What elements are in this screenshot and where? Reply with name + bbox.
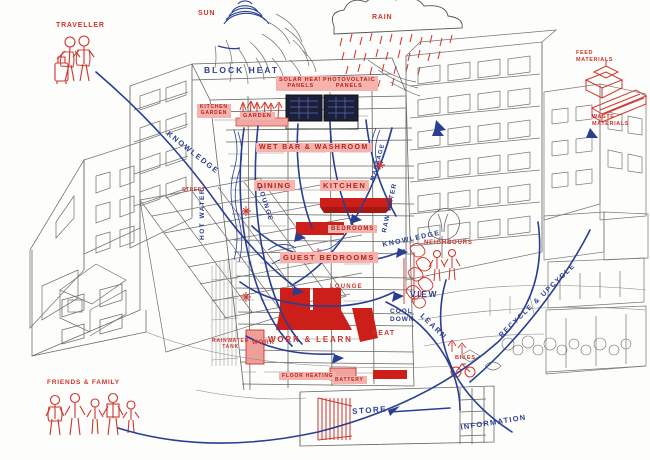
right-apartment-building [405, 29, 558, 294]
rainwater-hatch-column [211, 258, 239, 366]
rain-downpipe-lines [367, 59, 421, 97]
courtyard-tree [428, 208, 460, 258]
store-red-hatch [317, 397, 353, 441]
main-building-left-wing [129, 63, 193, 249]
traveller-figures [54, 35, 95, 84]
vertical-garden-cluster [403, 243, 434, 309]
background-buildings-left [29, 141, 141, 329]
feed-materials-icon [584, 60, 624, 99]
bike-icon [450, 363, 476, 378]
roof-garden-bed [235, 117, 289, 127]
interior-flow-detail [230, 127, 381, 265]
sun-icon [223, 0, 270, 25]
flow-arrows-blue [95, 71, 591, 444]
courtyard-planting-red [447, 339, 467, 354]
far-right-buildings [543, 83, 649, 375]
roof-edge-wall [31, 200, 147, 357]
waste-materials-icon [590, 89, 648, 123]
neighbour-figures [428, 249, 461, 282]
small-roof-dormer [59, 263, 127, 337]
rain-cloud-icon [331, 0, 463, 35]
sun-rays [214, 13, 317, 85]
friends-family-figures [45, 392, 140, 436]
arrowheads [292, 120, 598, 416]
photovoltaic-panel-array [285, 94, 359, 130]
roof-garden-planting [239, 100, 283, 119]
store-volume [299, 385, 495, 447]
red-programme-slabs [245, 198, 407, 381]
ground-plaza [145, 331, 451, 400]
sun-arrow [217, 45, 241, 50]
